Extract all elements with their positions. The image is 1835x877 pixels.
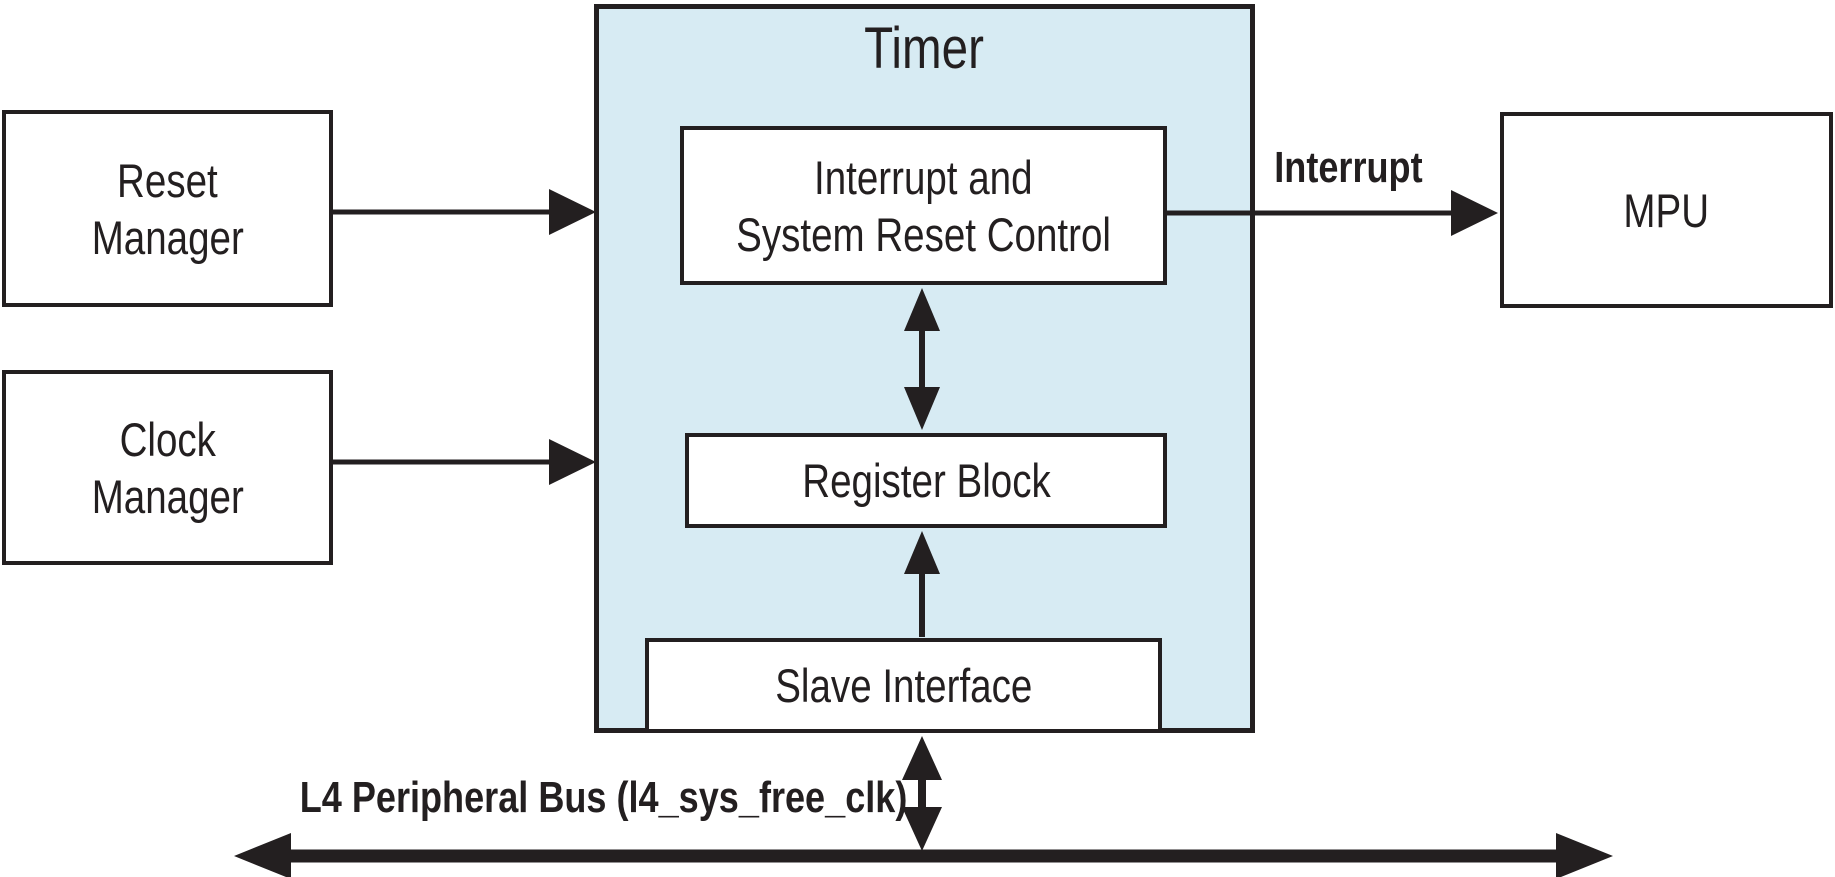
- clock-manager-label-line2: Manager: [91, 469, 244, 523]
- l4-bus-label-text: L4 Peripheral Bus (l4_sys_free_clk): [299, 773, 908, 822]
- interrupt-signal-label: Interrupt: [1252, 140, 1444, 196]
- register-block: Register Block: [685, 433, 1167, 528]
- mpu-label: MPU: [1623, 183, 1710, 237]
- l4-bus-arrow: [234, 833, 1613, 877]
- reset-manager-label-line1: Reset: [117, 153, 218, 207]
- slave-interface-block: Slave Interface: [645, 638, 1162, 733]
- register-block-label: Register Block: [801, 454, 1051, 507]
- timer-to-bus-double-arrow: [902, 736, 942, 851]
- irc-label-line1: Interrupt and: [814, 150, 1033, 204]
- reset-manager-label-line2: Manager: [91, 210, 244, 264]
- interrupt-system-reset-control-block: Interrupt and System Reset Control: [680, 126, 1167, 285]
- interrupt-signal-label-text: Interrupt: [1273, 143, 1423, 192]
- irc-label-line2: System Reset Control: [736, 207, 1111, 261]
- timer-container: [594, 4, 1255, 733]
- l4-bus-label: L4 Peripheral Bus (l4_sys_free_clk): [233, 770, 908, 826]
- clock-manager-block: Clock Manager: [2, 370, 333, 565]
- reset-manager-to-timer-arrow: [333, 189, 596, 235]
- timer-title: Timer: [594, 16, 1255, 82]
- timer-title-text: Timer: [864, 16, 985, 81]
- clock-manager-label-line1: Clock: [119, 412, 216, 466]
- reset-manager-block: Reset Manager: [2, 110, 333, 307]
- mpu-block: MPU: [1500, 112, 1833, 308]
- slave-interface-label: Slave Interface: [774, 659, 1033, 712]
- clock-manager-to-timer-arrow: [333, 439, 596, 485]
